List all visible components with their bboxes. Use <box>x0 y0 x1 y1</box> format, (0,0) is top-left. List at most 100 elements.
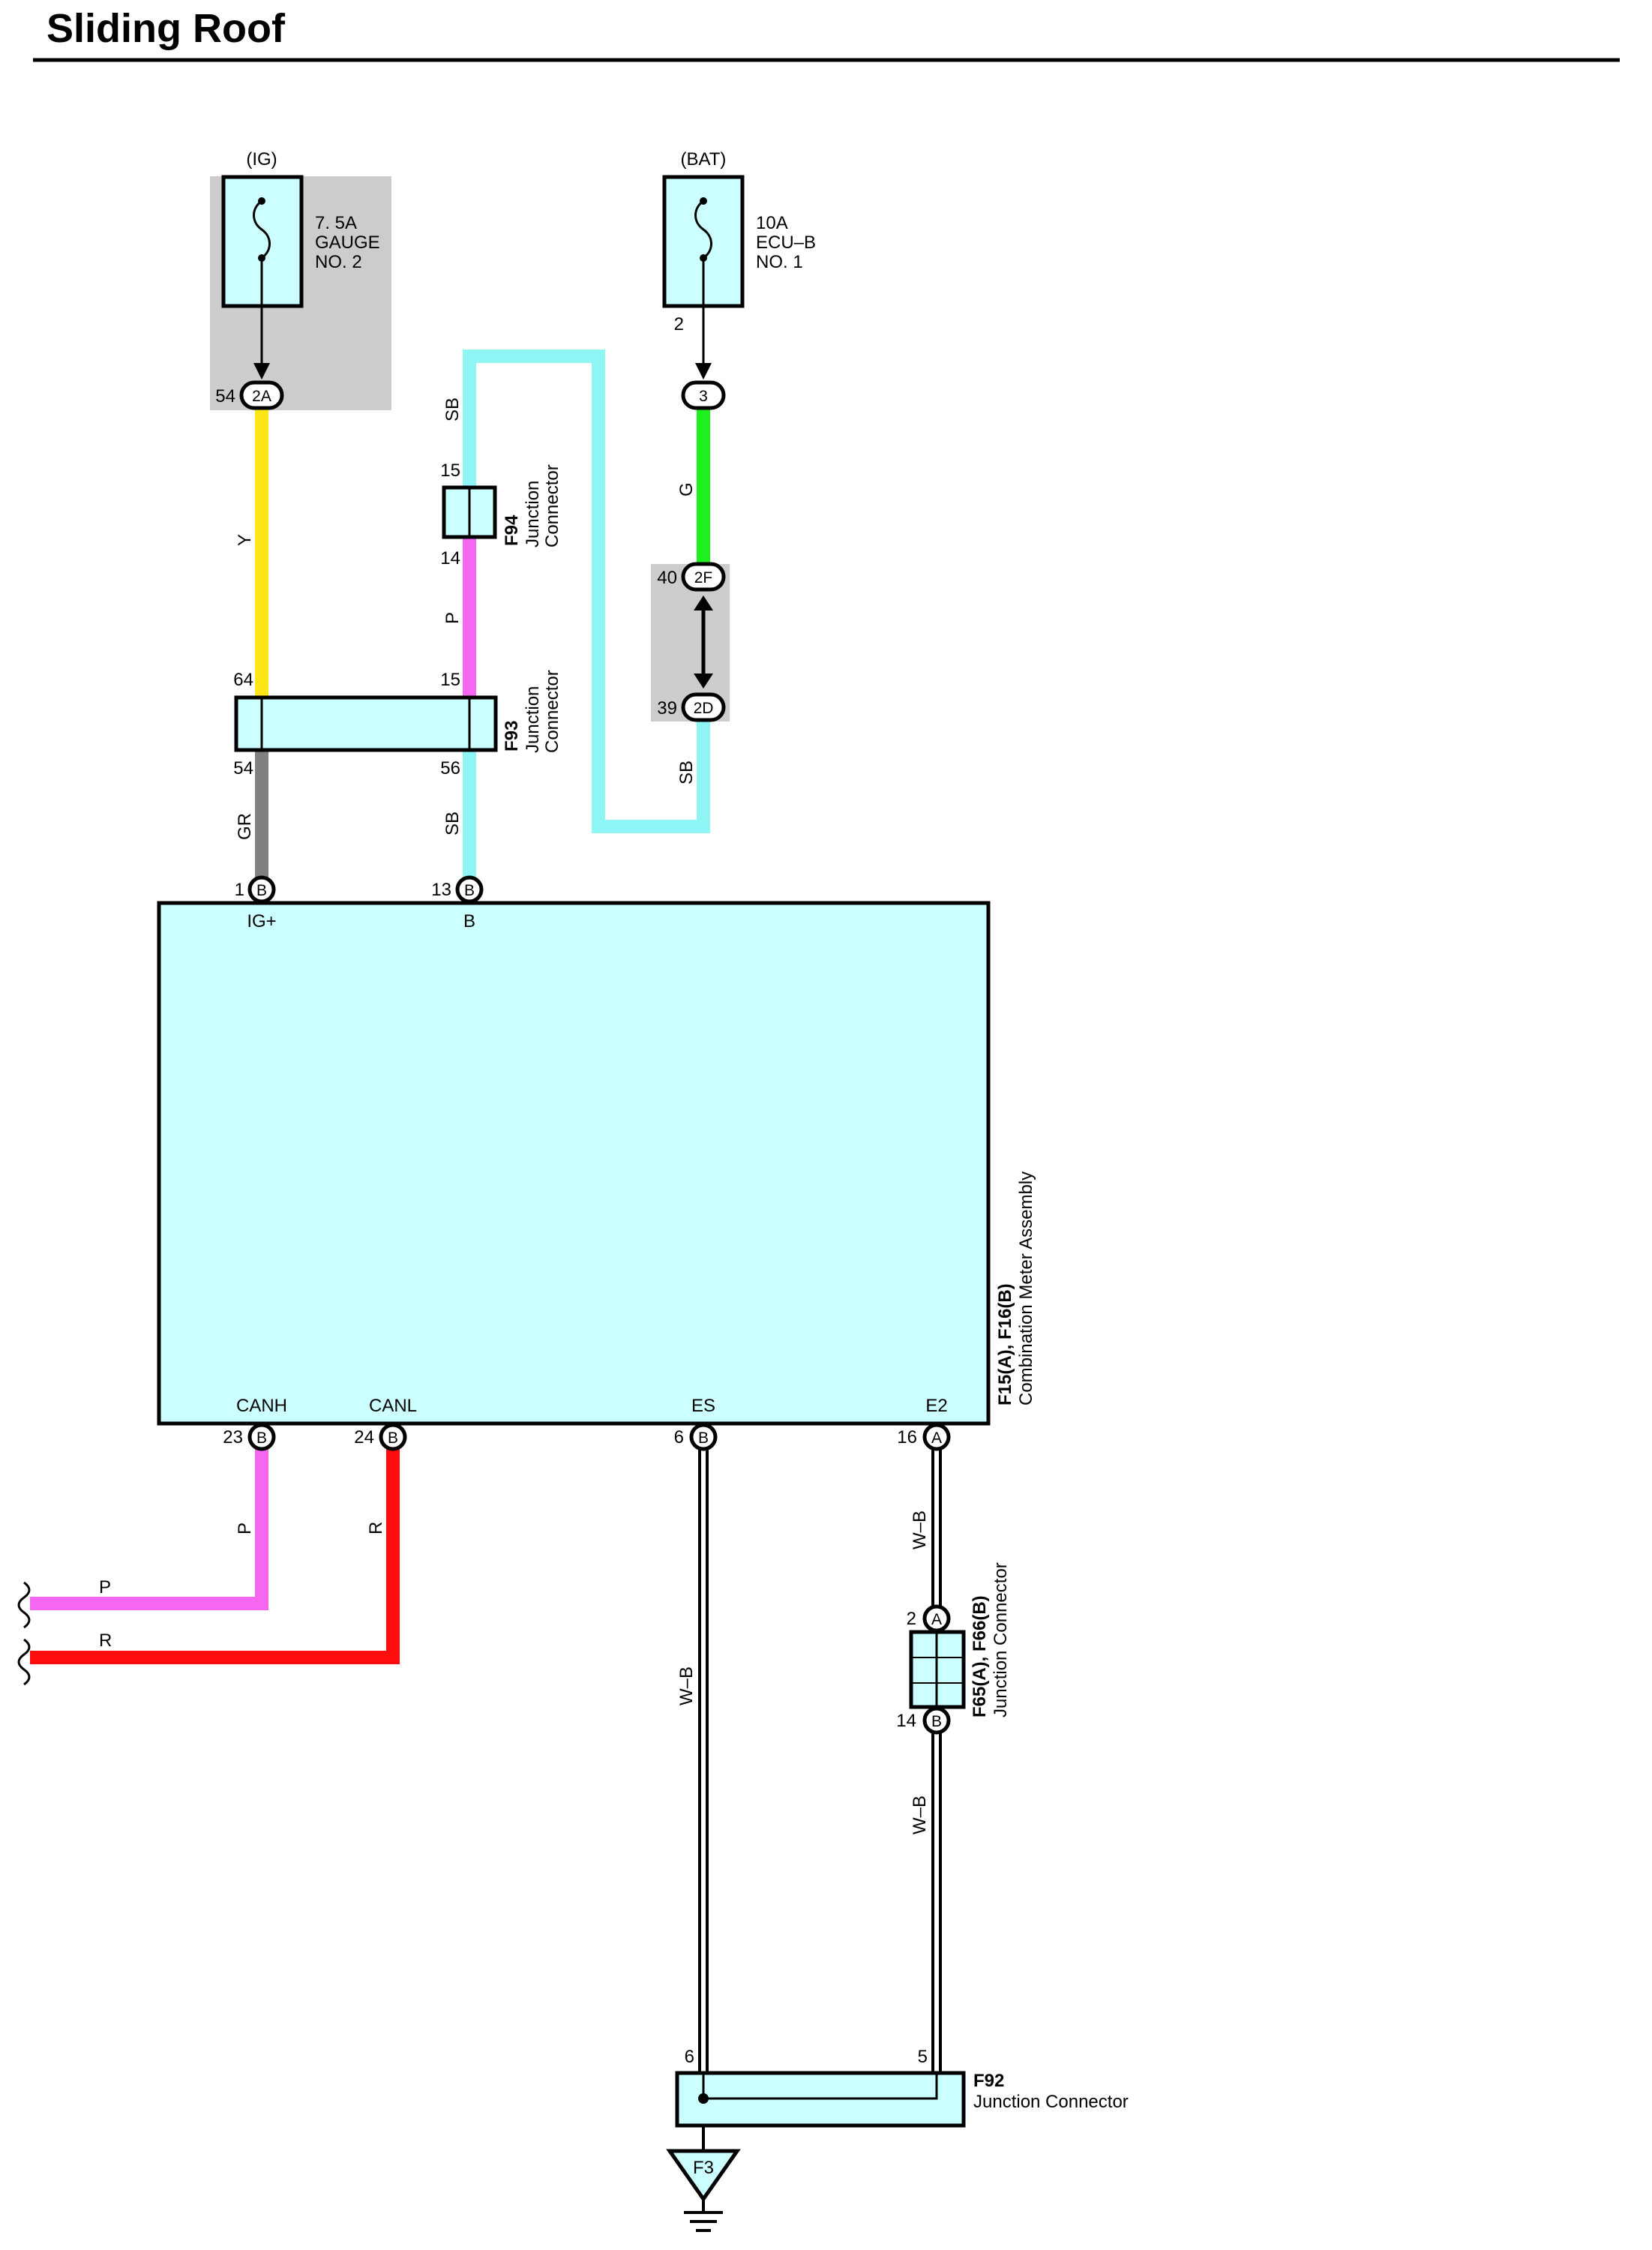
f94-pin-top: 15 <box>440 460 460 481</box>
ig-fuse-rating: 7. 5A <box>315 213 357 233</box>
splice-dot <box>698 2093 709 2104</box>
page-title: Sliding Roof <box>46 6 286 51</box>
terminal-canh-pin: 23 <box>223 1427 243 1448</box>
ig-fuse-name-1: GAUGE <box>315 232 380 253</box>
bat-fuse-rating: 10A <box>756 213 788 233</box>
f92-pin-right: 5 <box>918 2047 928 2067</box>
svg-text:2D: 2D <box>694 700 714 717</box>
combination-meter-assembly[interactable] <box>157 901 991 1426</box>
arrow-up-icon <box>694 596 713 610</box>
meter-id: F15(A), F16(B) <box>995 1283 1015 1406</box>
terminal-canh[interactable] <box>247 1423 276 1451</box>
ground-point[interactable] <box>666 2149 741 2203</box>
f65-terminal-b[interactable] <box>922 1706 951 1735</box>
fuse-icon <box>253 200 271 260</box>
svg-text:2F: 2F <box>694 569 713 586</box>
terminal-es-pin: 6 <box>674 1427 684 1448</box>
terminal-b[interactable] <box>455 875 484 904</box>
wire-r-left-label: R <box>99 1630 112 1651</box>
wire-sb-loop[interactable] <box>463 350 710 833</box>
f65-name: Junction Connector <box>991 1562 1011 1718</box>
arrow-down-icon <box>695 363 712 380</box>
svg-text:B: B <box>388 1430 398 1447</box>
wire-wb-e2-top-label: W–B <box>910 1510 930 1550</box>
svg-text:B: B <box>931 1713 942 1730</box>
f94-pin-bottom: 14 <box>440 548 460 568</box>
f92-name: Junction Connector <box>973 2092 1129 2112</box>
terminal-canl[interactable] <box>379 1423 407 1451</box>
bat-fuse-name-1: ECU–B <box>756 232 816 253</box>
wire-break-icon <box>17 1581 31 1629</box>
terminal-e2-pin: 16 <box>897 1427 917 1448</box>
f92-id: F92 <box>973 2071 1004 2091</box>
wire-wb-e2-bottom-label: W–B <box>910 1796 930 1834</box>
arrow-down-icon <box>694 674 713 688</box>
meter-name: Combination Meter Assembly <box>1016 1172 1036 1406</box>
terminal-canl-label: CANL <box>369 1396 417 1416</box>
svg-text:2A: 2A <box>252 388 271 405</box>
terminal-e2-label: E2 <box>925 1396 947 1416</box>
terminal-b-label: B <box>463 911 475 932</box>
fuse-icon <box>694 200 712 260</box>
svg-text:3: 3 <box>699 388 708 405</box>
f65-pin-bottom: 14 <box>896 1711 916 1731</box>
wire-p-canh-label: P <box>235 1522 255 1534</box>
f93-pin-top-left: 64 <box>233 670 253 690</box>
wire-break-icon <box>17 1638 31 1686</box>
terminal-ig-label: IG+ <box>247 911 276 932</box>
f94-name-1: Junction <box>523 481 543 548</box>
wire-g-label: G <box>676 482 697 496</box>
wire-gr-label: GR <box>235 813 255 840</box>
wire-sb-right-label: SB <box>676 760 697 784</box>
terminal-es[interactable] <box>689 1423 718 1451</box>
f94-id: F94 <box>502 514 522 546</box>
ig-supply-label: (IG) <box>246 149 277 170</box>
connector-2a[interactable] <box>239 380 284 410</box>
terminal-es-label: ES <box>691 1396 715 1416</box>
svg-text:A: A <box>931 1430 942 1447</box>
arrow-down-icon <box>253 363 270 380</box>
terminal-canl-pin: 24 <box>354 1427 374 1448</box>
connector-2a-pin: 54 <box>215 386 235 406</box>
ig-fuse-name-2: NO. 2 <box>315 252 362 272</box>
f93-id: F93 <box>502 721 522 752</box>
terminal-canh-label: CANH <box>236 1396 287 1416</box>
wire-p-left-label: P <box>99 1577 111 1598</box>
f93-name-1: Junction <box>523 686 543 753</box>
terminal-b-pin: 13 <box>431 880 451 900</box>
connector-2f[interactable] <box>681 562 726 592</box>
wire-sb-top-label: SB <box>442 398 463 422</box>
wire-r-canl[interactable] <box>30 1448 400 1664</box>
f65-id: F65(A), F66(B) <box>970 1595 990 1718</box>
wire-y-label: Y <box>235 534 255 546</box>
svg-text:B: B <box>256 882 267 899</box>
svg-text:B: B <box>256 1430 267 1447</box>
wire-wb-es-label: W–B <box>676 1666 697 1706</box>
f65-pin-top: 2 <box>907 1609 916 1629</box>
wire-r-canl-label: R <box>366 1522 386 1534</box>
f93-pin-top-right: 15 <box>440 670 460 690</box>
wire-p-canh[interactable] <box>30 1448 268 1610</box>
connector-2d-pin: 39 <box>657 698 677 718</box>
connector-3[interactable] <box>681 380 726 410</box>
bat-supply-label: (BAT) <box>681 149 727 170</box>
terminal-ig[interactable] <box>247 875 276 904</box>
bat-fuse-name-2: NO. 1 <box>756 252 803 272</box>
wire-sb-mid-label: SB <box>442 812 463 836</box>
svg-text:B: B <box>698 1430 709 1447</box>
f93-pin-bottom-left: 54 <box>233 758 253 778</box>
wire-p-mid-label: P <box>442 612 463 624</box>
terminal-e2[interactable] <box>922 1423 951 1451</box>
f92-pin-left: 6 <box>685 2047 694 2067</box>
connector-2f-pin: 40 <box>657 568 677 588</box>
connector-2d[interactable] <box>681 692 726 722</box>
svg-text:A: A <box>931 1611 942 1628</box>
f94-name-2: Connector <box>542 464 562 548</box>
terminal-ig-pin: 1 <box>235 880 244 900</box>
junction-f93[interactable] <box>234 695 498 752</box>
bat-fuse-pin: 2 <box>674 314 684 334</box>
f93-pin-bottom-right: 56 <box>440 758 460 778</box>
ground-label: F3 <box>693 2158 714 2178</box>
f93-name-2: Connector <box>542 670 562 753</box>
